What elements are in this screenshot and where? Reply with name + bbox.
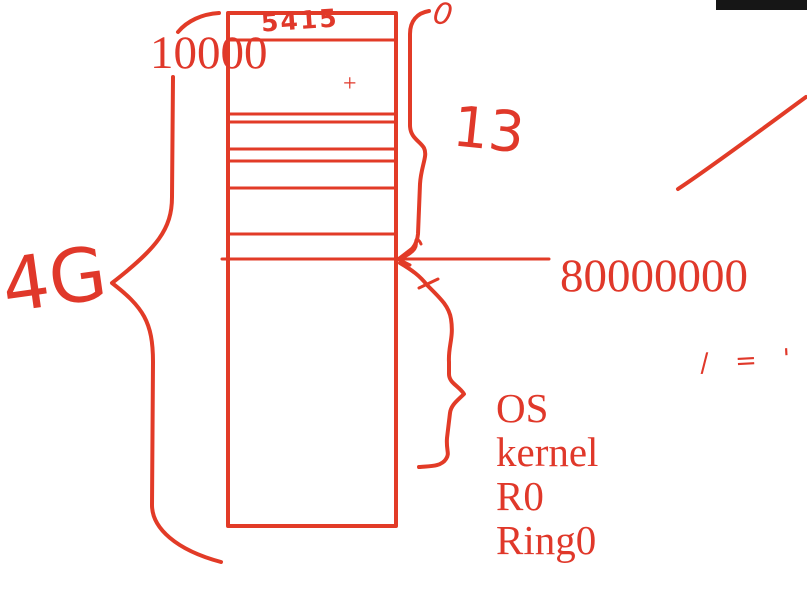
diagonal-stroke	[676, 95, 807, 191]
kernel-region-brace	[398, 261, 466, 469]
kernel-label-os: OS	[496, 385, 549, 431]
kernel-brace-tick	[417, 277, 440, 290]
memory-box	[226, 11, 398, 528]
left-brace	[110, 75, 223, 564]
boundary-address-label: 80000000	[560, 250, 748, 302]
upper-region-brace	[400, 9, 431, 260]
left-brace-hook	[176, 11, 221, 34]
top-scribble: 5415	[260, 3, 340, 38]
upper-brace-curl	[400, 238, 423, 260]
kernel-region-labels: OS kernel R0 Ring0	[496, 386, 598, 562]
kernel-label-kernel: kernel	[496, 429, 599, 475]
left-address-label: 10000	[150, 27, 268, 79]
total-size-scribble: 4G	[0, 230, 112, 330]
kernel-label-ring0: Ring0	[496, 517, 597, 563]
plus-mark: +	[343, 71, 357, 97]
top-right-black-bar	[716, 0, 807, 10]
boundary-arrowhead-stroke	[396, 257, 412, 267]
side-scribble: / = '	[699, 343, 800, 379]
upper-region-scribble: 13	[449, 94, 528, 167]
kernel-label-r0: R0	[496, 473, 544, 519]
